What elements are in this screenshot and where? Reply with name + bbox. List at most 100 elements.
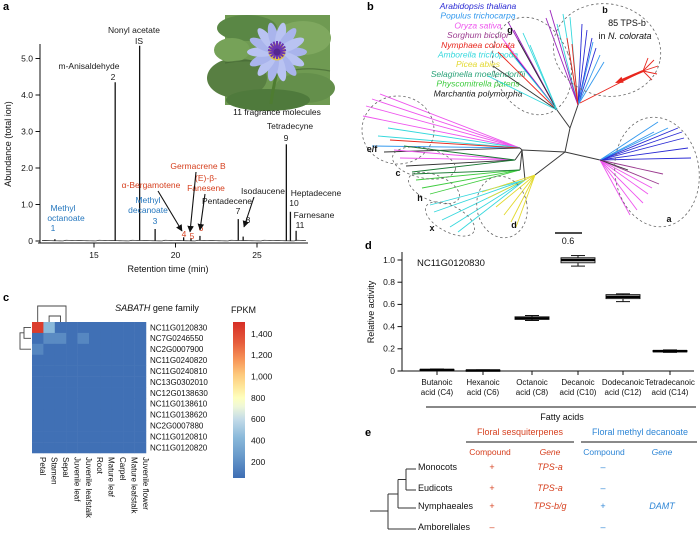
heatmap-cell bbox=[134, 387, 147, 399]
heatmap-cell bbox=[100, 442, 113, 454]
tissue-label: Carpel bbox=[118, 457, 127, 481]
panel-c-label: c bbox=[3, 292, 10, 304]
clade-ellipse bbox=[552, 3, 662, 97]
fpkm-tick: 600 bbox=[251, 414, 265, 424]
tree-branch bbox=[642, 57, 649, 72]
tree-branch bbox=[577, 29, 588, 106]
fpkm-tick: 1,400 bbox=[251, 329, 273, 339]
heatmap-cell bbox=[100, 343, 113, 356]
peak-label: Isodaucene bbox=[241, 186, 285, 196]
inset-caption: 11 fragrance molecules bbox=[233, 107, 321, 117]
heatmap-cell bbox=[100, 322, 113, 334]
peak-number: IS bbox=[135, 36, 143, 46]
peak-label: Farnesane bbox=[294, 210, 335, 220]
heatmap-cell bbox=[111, 409, 124, 421]
legend-species: Arabidopsis thaliana bbox=[439, 1, 517, 11]
heatmap-cell bbox=[32, 365, 44, 377]
y-tick: 4.0 bbox=[21, 90, 33, 100]
tree-branch bbox=[487, 75, 558, 111]
annotation-arrow bbox=[197, 193, 206, 231]
heatmap-cell bbox=[43, 332, 56, 345]
heatmap-cell bbox=[134, 398, 147, 410]
tree-branch bbox=[599, 159, 649, 195]
tissue-label: Petal bbox=[38, 457, 47, 475]
heatmap-cell bbox=[123, 332, 135, 345]
heatmap-cell bbox=[123, 376, 135, 388]
heatmap-cell bbox=[89, 322, 101, 334]
heatmap-cell bbox=[77, 387, 90, 399]
heatmap-cell bbox=[123, 420, 135, 432]
tree-trunk bbox=[519, 149, 523, 171]
tree-branch bbox=[577, 23, 583, 106]
category-label: acid (C8) bbox=[516, 388, 549, 397]
axes bbox=[401, 252, 694, 372]
subheader-compound: Compound bbox=[583, 447, 625, 457]
compound-cell: + bbox=[600, 501, 606, 511]
heatmap-cell bbox=[77, 409, 90, 421]
y-tick: 0.8 bbox=[383, 277, 395, 287]
heatmap-cell bbox=[77, 442, 90, 454]
peak-number: 2 bbox=[111, 72, 116, 82]
header-underline bbox=[466, 441, 574, 443]
heatmap-cell bbox=[77, 376, 90, 388]
header-floral-sesquiterpenes: Floral sesquiterpenes bbox=[476, 427, 564, 437]
tree-branch bbox=[599, 159, 631, 216]
gene-label: NC11G0138610 bbox=[150, 400, 208, 409]
tree-branch bbox=[571, 43, 579, 106]
peak-number: 11 bbox=[296, 220, 305, 230]
heatmap-cell bbox=[134, 322, 147, 334]
tree-branch bbox=[517, 39, 558, 111]
heatmap-cell bbox=[111, 387, 124, 399]
tree-branch bbox=[495, 174, 536, 208]
gene-label: NC11G0120830 bbox=[150, 323, 208, 332]
heatmap-cell bbox=[111, 420, 124, 432]
tree-branch bbox=[566, 37, 579, 106]
legend-species: Oryza sativa bbox=[454, 20, 502, 30]
heatmap-cell bbox=[134, 354, 147, 366]
fpkm-colorbar bbox=[233, 322, 245, 478]
tissue-label: Sepal bbox=[61, 457, 70, 478]
y-tick: 3.0 bbox=[21, 126, 33, 136]
tree-branch bbox=[599, 159, 644, 204]
tree-branch bbox=[642, 70, 658, 75]
tree-branch bbox=[365, 105, 521, 149]
heatmap-cell bbox=[89, 365, 101, 377]
compound-cell: + bbox=[489, 483, 495, 493]
tree-branch bbox=[487, 174, 536, 199]
panel-d-label: d bbox=[365, 240, 372, 252]
tree-branch bbox=[577, 61, 605, 106]
heatmap-cell bbox=[77, 354, 90, 366]
heatmap-cell bbox=[54, 409, 67, 421]
heatmap-cell bbox=[66, 354, 78, 366]
cladogram-branches bbox=[370, 468, 416, 530]
y-tick: 5.0 bbox=[21, 53, 33, 63]
heatmap-cell bbox=[66, 343, 78, 356]
tissue-label: Stamen bbox=[50, 457, 59, 485]
tree-trunk bbox=[521, 149, 526, 181]
compound-cell: + bbox=[489, 501, 495, 511]
tree-trunk bbox=[569, 104, 579, 129]
peak-number: 10 bbox=[289, 198, 299, 208]
heatmap-cell bbox=[100, 365, 113, 377]
heatmap-cell bbox=[43, 376, 56, 388]
subheader-compound: Compound bbox=[469, 447, 511, 457]
peak-label: (E)-β- bbox=[195, 173, 217, 183]
heatmap-cell bbox=[66, 332, 78, 345]
category-label: Hexanoic bbox=[466, 378, 499, 387]
heatmap-cell bbox=[77, 322, 90, 334]
heatmap-cell bbox=[32, 431, 44, 443]
peak-label: Germacrene B bbox=[170, 161, 226, 171]
heatmap-cell bbox=[54, 431, 67, 443]
heatmap-cell bbox=[66, 409, 78, 421]
tree-trunk bbox=[514, 149, 523, 161]
heatmap-cell bbox=[54, 442, 67, 454]
heatmap-cell bbox=[66, 431, 78, 443]
heatmap-cell bbox=[123, 431, 135, 443]
heatmap-cell bbox=[66, 442, 78, 454]
tps-annotation-species: in N. colorata bbox=[598, 31, 651, 41]
heatmap-cell bbox=[43, 420, 56, 432]
heatmap-cell bbox=[123, 343, 135, 356]
baseline bbox=[41, 239, 307, 242]
tree-branch bbox=[509, 51, 558, 111]
